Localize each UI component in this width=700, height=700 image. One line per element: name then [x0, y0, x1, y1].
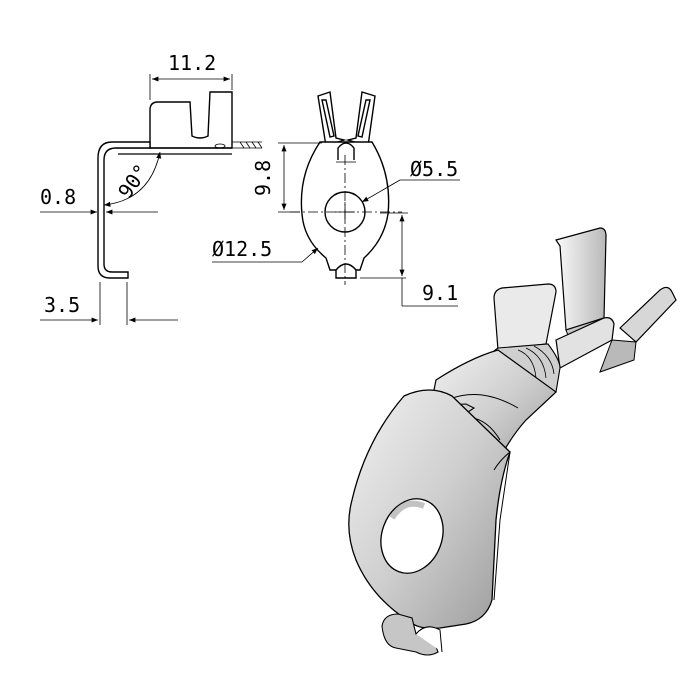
- dimension-angle-label: 90°: [113, 159, 153, 202]
- dimension-angle: 90°: [103, 151, 162, 207]
- dimension-3-5-label: 3.5: [44, 293, 80, 317]
- side-view: [97, 91, 263, 279]
- dimension-0-8-label: 0.8: [40, 185, 76, 209]
- dimension-0-8: 0.8: [40, 185, 158, 215]
- dimension-11-2-label: 11.2: [168, 51, 216, 75]
- dimension-11-2: 11.2: [149, 51, 233, 100]
- dimension-9-1: 9.1: [360, 212, 458, 307]
- dimension-9-1-label: 9.1: [422, 281, 458, 305]
- dimension-hole-diameter: Ø5.5: [361, 157, 460, 203]
- dimension-3-5: 3.5: [40, 282, 178, 325]
- front-view: [290, 91, 402, 285]
- dimension-outer-diameter: Ø12.5: [212, 237, 319, 263]
- dimension-9-8: 9.8: [251, 142, 322, 213]
- dimension-hole-diameter-label: Ø5.5: [410, 157, 458, 181]
- isometric-view: [348, 227, 677, 656]
- dimension-outer-diameter-label: Ø12.5: [212, 237, 272, 261]
- dimension-9-8-label: 9.8: [251, 160, 275, 196]
